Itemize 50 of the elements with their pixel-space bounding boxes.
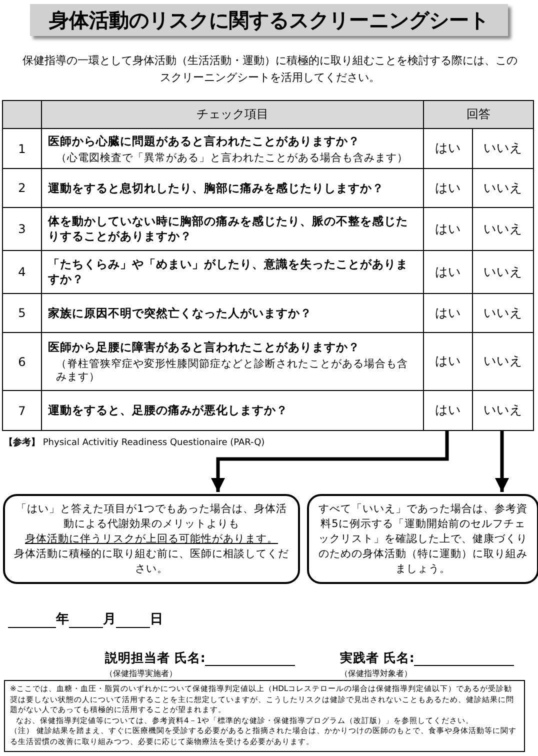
date-label: 日 [150,612,163,627]
answer-option: はい [424,208,472,250]
name-label: 説明担当者 氏名: [105,650,206,665]
question-text: 医師から足腰に障害があると言われたことがありますか？ [47,339,361,356]
column-header: 回答 [424,100,534,128]
result-text: すべて「いいえ」であった場合は、参考資料5に例示する「運動開始前のセルフチェックリスト」を確認した上で、健康づくりのための身体活動（特に運動）に取り組みましょう。 [318,502,528,576]
title-banner: 身体活動のリスクに関するスクリーニングシート [30,4,508,36]
answer-option: いいえ [472,128,534,168]
date-label: 年 [56,612,69,627]
result-text: 「はい」と答えた項目が1つでもあった場合は、身体活動による代謝効果のメリットよりも [15,502,288,532]
answer-option: いいえ [472,332,534,390]
note-text: （心電図検査で「異常がある」と言われたことがある場合も含みます） [55,152,409,166]
row-number: 3 [2,208,42,250]
answer-option: はい [424,168,472,208]
arrow [495,431,509,492]
question-text: 運動をすると息切れしたり、胸部に痛みを感じたりしますか？ [47,180,385,196]
result-text: 身体活動に伴うリスクが上回る可能性があります。 [24,532,279,546]
row-number: 2 [2,168,42,208]
question-text: 「たちくらみ」や「めまい」がしたり、意識を失ったことがありますか？ [47,256,409,288]
row-number: 4 [2,250,42,294]
question-text: 運動をすると、足腰の痛みが悪化しますか？ [47,402,289,419]
result-text: 身体活動に積極的に取り組む前に、医師に相談してください。 [13,546,290,576]
answer-option: はい [424,128,472,168]
question-text: 体を動かしていない時に胸部の痛みを感じたり、脈の不整を感じたりすることがありますか？ [46,213,409,245]
answer-option: はい [424,250,472,294]
answer-option: いいえ [472,208,534,250]
answer-option: はい [424,294,472,332]
arrow [211,431,449,492]
name-label: 実践者 氏名: [340,650,414,665]
answer-option: いいえ [472,168,534,208]
role-note: （保健指導実施者） [105,668,177,679]
date-label: 月 [103,612,116,627]
answer-option: いいえ [472,294,534,332]
question-text: 家族に原因不明で突然亡くなった人がいますか？ [47,304,313,322]
row-number: 5 [2,294,42,332]
answer-option: いいえ [472,390,534,430]
result-box [3,494,300,584]
role-note: （保健指導対象者） [340,668,412,679]
row-number: 6 [2,332,42,390]
result-box [307,494,538,584]
reference-note: 【参考】 Physical Activitiy Readiness Questionaire (PAR-Q) [4,436,265,449]
answer-option: はい [424,390,472,430]
question-text: 医師から心臓に問題があると言われたことがありますか？ [47,132,361,150]
answer-option: はい [424,332,472,390]
column-header: チェック項目 [42,100,424,128]
row-number: 1 [2,128,42,168]
row-number: 7 [2,390,42,430]
answer-option: いいえ [472,250,534,294]
intro-text: 保健指導の一環として身体活動（生活活動・運動）に積極的に取り組むことを検討する際には、このスクリーニングシートを活用してください。 [22,53,518,86]
note-text: （脊柱管狭窄症や変形性膝関節症などと診断されたことがある場合も含みます） [55,358,409,385]
